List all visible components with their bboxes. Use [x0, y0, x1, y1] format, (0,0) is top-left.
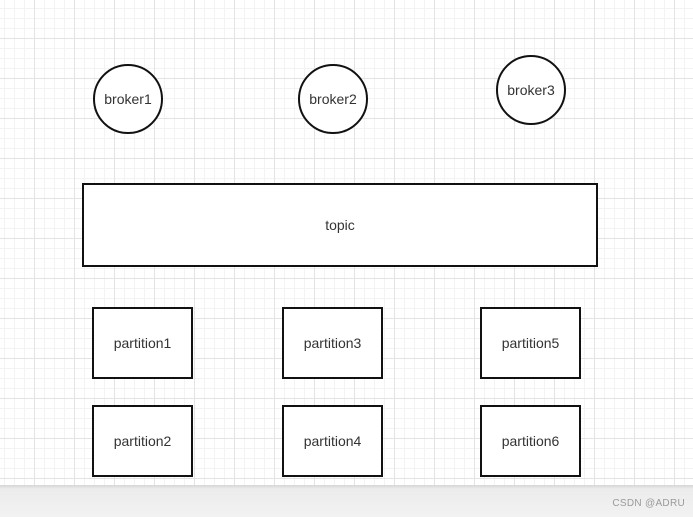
- broker-1-node: broker1: [93, 64, 163, 134]
- broker-2-node: broker2: [298, 64, 368, 134]
- partition-6-node: partition6: [480, 405, 581, 477]
- partition-5-node: partition5: [480, 307, 581, 379]
- topic-label: topic: [325, 217, 355, 233]
- broker-3-label: broker3: [507, 82, 555, 98]
- partition-1-node: partition1: [92, 307, 193, 379]
- partition-2-label: partition2: [113, 433, 172, 449]
- partition-4-label: partition4: [303, 433, 362, 449]
- topic-node: topic: [82, 183, 598, 267]
- partition-4-node: partition4: [282, 405, 383, 477]
- partition-2-node: partition2: [92, 405, 193, 477]
- broker-1-label: broker1: [104, 91, 152, 107]
- partition-3-node: partition3: [282, 307, 383, 379]
- diagram-canvas: broker1 broker2 broker3 topic partition1…: [0, 0, 693, 485]
- partition-3-label: partition3: [303, 335, 362, 351]
- bottom-scroll-area: CSDN @ADRU: [0, 485, 693, 517]
- broker-2-label: broker2: [309, 91, 357, 107]
- partition-6-label: partition6: [501, 433, 560, 449]
- partition-5-label: partition5: [501, 335, 560, 351]
- partition-1-label: partition1: [113, 335, 172, 351]
- watermark: CSDN @ADRU: [612, 498, 685, 509]
- broker-3-node: broker3: [496, 55, 566, 125]
